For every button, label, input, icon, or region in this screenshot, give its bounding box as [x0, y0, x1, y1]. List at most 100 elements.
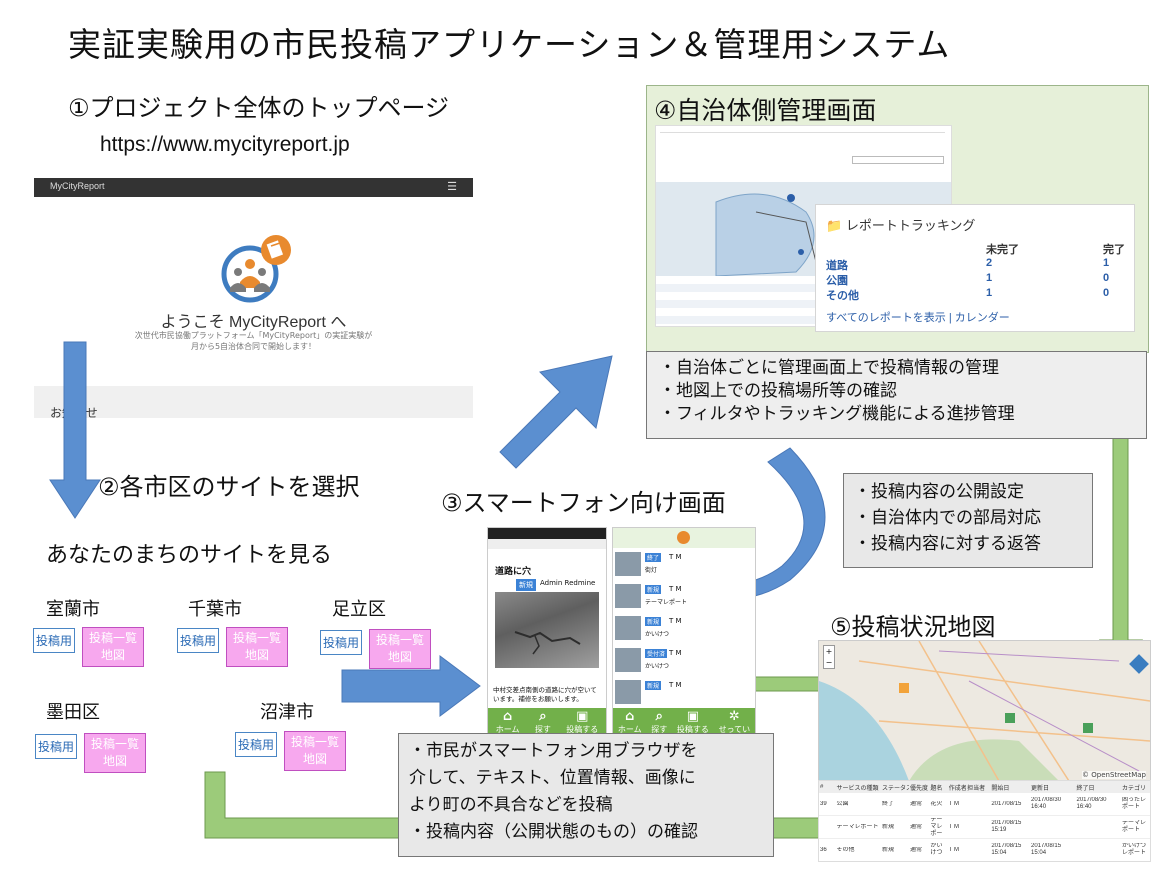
table-header-cell[interactable]: 題名	[930, 785, 943, 792]
phone-screen-detail: 道路に穴 新規 Admin Redmine 中村交差点南側の道路に穴が空いていま…	[487, 527, 607, 739]
table-header-cell[interactable]: 更新日	[1031, 785, 1050, 792]
tab-search[interactable]: ⌕探す	[534, 709, 551, 735]
section1-heading: ①プロジェクト全体のトップページ	[68, 94, 450, 122]
city-muroran: 室蘭市	[46, 599, 100, 620]
table-cell: テーマレポート	[930, 816, 943, 837]
report-map[interactable]: +− © OpenStreetMap	[818, 640, 1151, 782]
numazu-post-button[interactable]: 投稿用	[235, 732, 278, 757]
tab-search-label: 探す	[534, 725, 551, 734]
row-done[interactable]: 1	[1103, 257, 1110, 269]
section5-heading: ⑤投稿状況地図	[830, 613, 996, 641]
section4-heading: ④自治体側管理画面	[654, 96, 877, 125]
table-cell: 新規	[881, 846, 894, 853]
table-cell: 2017/08/15 15:19	[991, 820, 1022, 833]
admin-note-line: ・地図上での投稿場所等の確認	[659, 381, 897, 401]
table-header-cell[interactable]: ステータス	[881, 785, 909, 792]
tracking-row[interactable]: 公園 1 0	[816, 272, 1134, 288]
tab-search[interactable]: ⌕探す	[651, 709, 668, 735]
tab-post[interactable]: ▣投稿する	[566, 709, 599, 735]
table-cell: 花火	[930, 800, 943, 807]
navbar-brand[interactable]: MyCityReport	[50, 181, 105, 191]
map-canvas	[819, 641, 1150, 781]
middle-notes: ・投稿内容の公開設定 ・自治体内での部局対応 ・投稿内容に対する返答	[843, 473, 1093, 568]
tab-settings[interactable]: ✲せってい	[718, 709, 751, 735]
table-header-cell[interactable]: カテゴリ	[1121, 785, 1146, 792]
table-header-cell[interactable]: 作成者	[948, 785, 967, 792]
table-header-cell[interactable]: 担当者	[967, 785, 986, 792]
sumida-post-button[interactable]: 投稿用	[35, 734, 78, 759]
tracking-row[interactable]: その他 1 0	[816, 287, 1134, 303]
table-header-cell[interactable]: 優先度	[910, 785, 929, 792]
row-name[interactable]: その他	[826, 290, 859, 302]
map-zoom-control[interactable]: +−	[823, 645, 835, 669]
feed-badge: 新規	[645, 617, 662, 626]
table-header-cell[interactable]: サービスの種類	[836, 785, 879, 792]
chiba-list-button[interactable]: 投稿一覧地図	[226, 627, 288, 667]
adachi-post-button[interactable]: 投稿用	[320, 630, 363, 655]
tab-home[interactable]: ⌂ホーム	[495, 709, 520, 735]
admin-divider	[660, 132, 945, 133]
tab-home-label: ホーム	[617, 725, 642, 734]
row-done[interactable]: 0	[1103, 287, 1110, 299]
citizen-note-line: ・市民がスマートフォン用ブラウザを	[409, 741, 698, 761]
row-name[interactable]: 道路	[826, 260, 848, 272]
city-adachi: 足立区	[332, 599, 386, 620]
table-cell: 2017/08/15 15:04	[1031, 843, 1062, 856]
admin-filter-select[interactable]	[852, 156, 944, 164]
table-cell: T M	[948, 800, 959, 807]
tracking-header: 未完了 完了	[816, 241, 1134, 257]
table-header-cell[interactable]: 終了日	[1076, 785, 1095, 792]
section3-heading: ③スマートフォン向け画面	[441, 489, 726, 517]
row-done[interactable]: 0	[1103, 272, 1110, 284]
menu-icon[interactable]: ☰	[447, 181, 457, 193]
table-header-cell[interactable]: #	[820, 784, 824, 790]
city-chiba: 千葉市	[188, 599, 242, 620]
middle-note-line: ・自治体内での部局対応	[854, 508, 1041, 528]
tracking-panel: 📁 レポートトラッキング 未完了 完了 道路 2 1 公園 1 0 その他 1 0 すべての…	[815, 204, 1135, 332]
city-numazu: 沼津市	[260, 702, 314, 723]
muroran-post-button[interactable]: 投稿用	[33, 628, 76, 653]
row-open[interactable]: 1	[986, 272, 993, 284]
tracking-row[interactable]: 道路 2 1	[816, 257, 1134, 273]
tracking-links[interactable]: すべてのレポートを表示 | カレンダー	[826, 312, 1010, 324]
row-open[interactable]: 1	[986, 287, 993, 299]
col-done: 完了	[1103, 244, 1125, 256]
numazu-list-button[interactable]: 投稿一覧地図	[284, 731, 346, 771]
list-label: 投稿一覧	[290, 735, 339, 749]
chiba-post-button[interactable]: 投稿用	[177, 628, 220, 653]
row-open[interactable]: 2	[986, 257, 993, 269]
muroran-list-button[interactable]: 投稿一覧地図	[82, 627, 144, 667]
tab-post[interactable]: ▣投稿する	[676, 709, 709, 735]
feed-header	[613, 528, 755, 548]
tracking-title: 📁 レポートトラッキング	[826, 218, 976, 233]
feed-badge: 受付済	[645, 649, 668, 658]
tab-home[interactable]: ⌂ホーム	[617, 709, 642, 735]
city-sumida: 墨田区	[46, 702, 100, 723]
feed-text: 街灯	[645, 567, 658, 574]
table-cell: かいけつレポート	[1121, 843, 1146, 856]
map-label: 地図	[100, 648, 125, 662]
table-cell: 2017/08/30 16:40	[1076, 797, 1107, 810]
table-cell: 通常	[910, 846, 923, 853]
table-cell: 通常	[910, 800, 923, 807]
report-user: Admin Redmine	[540, 579, 596, 587]
adachi-list-button[interactable]: 投稿一覧地図	[369, 629, 431, 669]
road-hole-photo	[495, 592, 599, 668]
project-url[interactable]: https://www.mycityreport.jp	[100, 133, 350, 156]
feed-thumbnail	[615, 680, 641, 704]
feed-user: T M	[669, 617, 682, 625]
feed-user: T M	[669, 553, 682, 561]
row-name[interactable]: 公園	[826, 275, 848, 287]
table-header-cell[interactable]: 開始日	[991, 785, 1010, 792]
sumida-list-button[interactable]: 投稿一覧地図	[84, 733, 146, 773]
